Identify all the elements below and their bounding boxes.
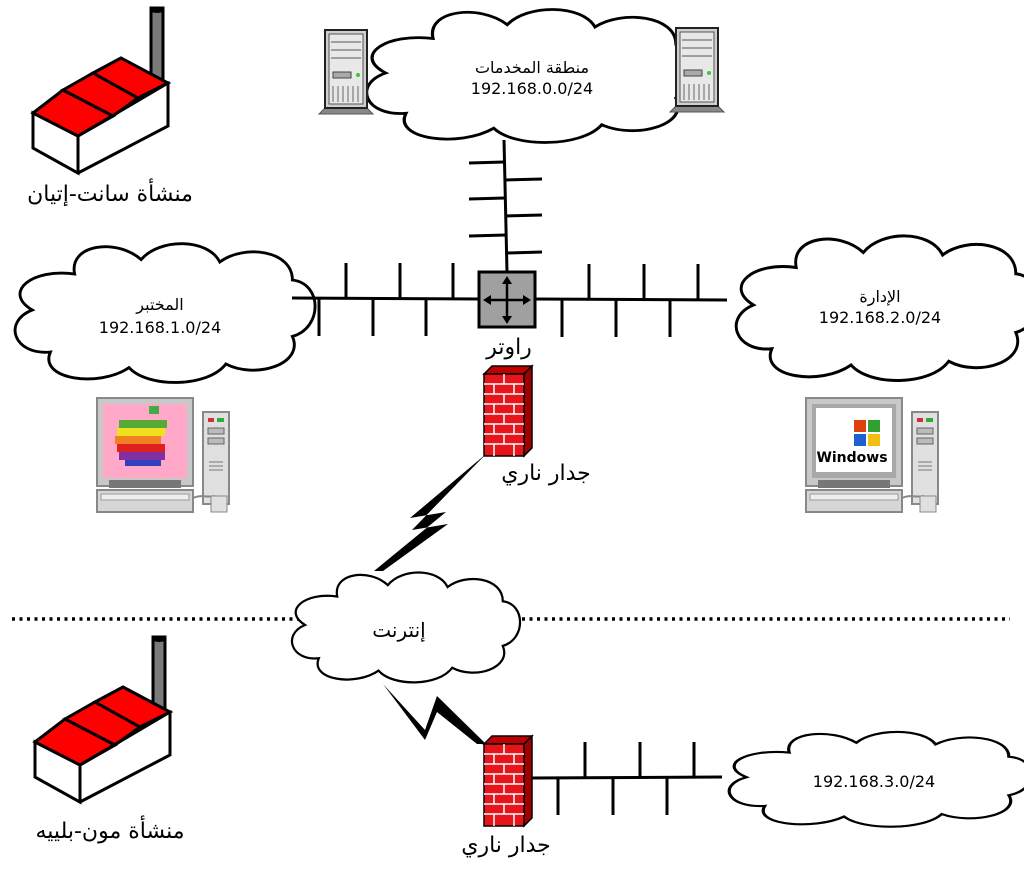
lightning-bolt-bottom-icon [383, 684, 486, 744]
apple-logo-icon [115, 406, 167, 466]
servers-zone-subnet: 192.168.0.0/24 [471, 79, 593, 98]
router-icon [477, 270, 537, 329]
server-left-icon [318, 29, 374, 115]
admin-bus [534, 264, 728, 337]
firewall-bottom-icon [483, 735, 533, 827]
lightning-bolt-top-icon [374, 454, 486, 571]
remote-bus [530, 742, 723, 815]
factory-st-etienne-label: منشأة سانت-إتيان [27, 178, 193, 207]
lab-subnet: 192.168.1.0/24 [99, 318, 221, 337]
windows-logo-text: Windows [816, 450, 887, 466]
firewall-top-label: جدار ناري [501, 461, 591, 486]
firewall-top-icon [483, 365, 533, 457]
remote-subnet: 192.168.3.0/24 [813, 772, 935, 791]
servers-bus [468, 139, 543, 273]
mac-pc-icon [96, 397, 230, 513]
server-right-icon [669, 27, 725, 113]
lab-name: المختبر [135, 295, 183, 315]
router-label: راوتر [485, 335, 532, 360]
factory-st-etienne-icon [31, 5, 170, 175]
internet-label: إنترنت [372, 618, 425, 643]
factory-montpellier-label: منشأة مون-بلييه [36, 815, 185, 844]
factory-montpellier-icon [33, 634, 172, 804]
servers-zone-name: منطقة المخدمات [475, 58, 589, 77]
firewall-bottom-label: جدار ناري [461, 833, 551, 858]
admin-name: الإدارة [859, 287, 900, 307]
windows-logo-icon [854, 420, 880, 446]
admin-subnet: 192.168.2.0/24 [819, 308, 941, 327]
windows-pc-icon: Windows [805, 397, 939, 513]
lab-bus [291, 263, 481, 336]
